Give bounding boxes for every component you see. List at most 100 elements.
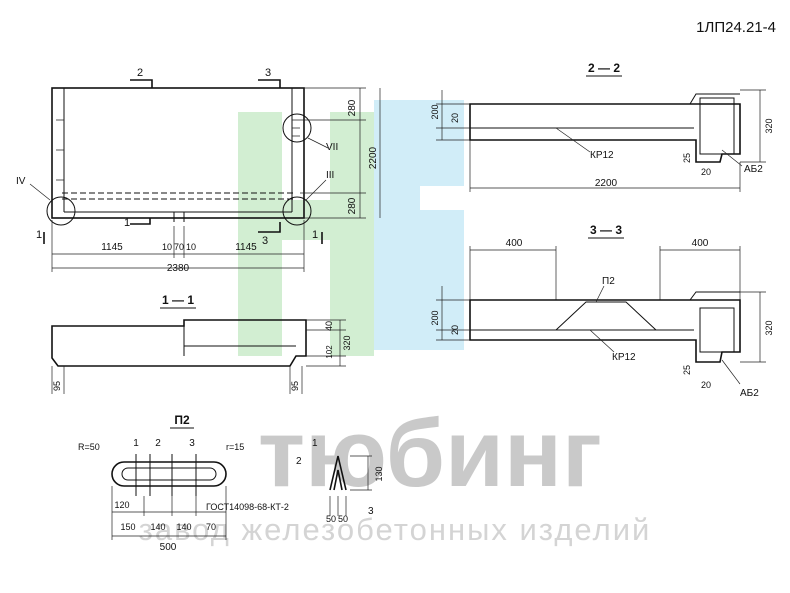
- p2-dim-130: 130: [374, 466, 384, 481]
- section-1-1-title: 1 — 1: [162, 293, 194, 307]
- section-1-1-dim-102: 102: [325, 345, 334, 359]
- p2-dim-150: 150: [120, 522, 135, 532]
- plan-outline: [51, 87, 305, 219]
- section-2-2-dim-20: 20: [450, 113, 460, 123]
- cut-3-mark-top: [258, 79, 281, 88]
- plan-vdim-line: [300, 87, 366, 219]
- section-2-2-outline: [469, 103, 741, 163]
- watermark-brand: тюбинг: [258, 400, 602, 507]
- section-2-2-kr12-leader: [555, 127, 591, 153]
- plan-dim-mid-2: 70: [174, 242, 184, 252]
- p2-dim-120: 120: [114, 500, 129, 510]
- plan-dim-bottom: 280: [347, 197, 358, 214]
- p2-hoop: [111, 461, 227, 487]
- cut-3-label-top: 3: [265, 67, 271, 79]
- plan-dim-mid-3: 10: [186, 242, 196, 252]
- watermark: тюбинг завод железобетонных изделий: [139, 100, 652, 547]
- section-3-3-kr12-leader: [589, 329, 615, 353]
- watermark-subtitle: завод железобетонных изделий: [139, 512, 652, 547]
- section-2-2: 2 — 2 200 20 320 25 20 2200 КР12 АБ2: [430, 61, 774, 192]
- section-2-2-length-dim: [469, 140, 741, 192]
- cut-1-label-right: 1: [312, 229, 318, 241]
- section-2-2-label-ab2: АБ2: [744, 164, 763, 175]
- cut-1-label-left: 1: [36, 229, 42, 241]
- plan-dim-mid-1: 10: [162, 242, 172, 252]
- plan-dim-left: 1145: [101, 242, 123, 253]
- plan-dim-total-h: 2380: [167, 263, 190, 274]
- section-3-3-p2-shape: [555, 301, 657, 331]
- p2-hoop-inner: [121, 467, 217, 481]
- section-1-1-dim-40: 40: [324, 321, 334, 331]
- p2-side-dims: [329, 455, 372, 516]
- p2-side-pos-1: 1: [312, 438, 318, 449]
- section-2-2-dim-320: 320: [764, 118, 774, 133]
- section-1-1-dim-95-right: 95: [290, 381, 300, 391]
- section-2-2-dim-200: 200: [430, 104, 440, 119]
- section-1-1-dims: [306, 319, 346, 367]
- section-2-2-dims-left: [436, 90, 470, 141]
- section-3-3-dim-20-b: 20: [701, 380, 711, 390]
- section-2-2-dim-right-line: [740, 89, 766, 163]
- section-1-1-outline: [51, 319, 307, 367]
- watermark-green-bar-1: [238, 112, 282, 356]
- plan-dim-top: 280: [347, 99, 358, 116]
- section-3-3-dim-top: [469, 246, 741, 300]
- p2-pos-2: 2: [155, 438, 161, 449]
- plan-view: 2 3 1 1 3 1 IV VII III 280 2200 280 1145…: [16, 67, 381, 274]
- section-2-2-slab: [470, 93, 740, 105]
- section-3-3-ab2-leader: [721, 359, 741, 385]
- section-3-3-dim-400-right: 400: [692, 238, 709, 249]
- section-1-1-bottom-dims: [51, 366, 303, 394]
- plan-dim-right: 1145: [235, 242, 257, 253]
- p2-pos-1: 1: [133, 438, 139, 449]
- p2-dim-500: 500: [160, 542, 177, 553]
- node-iv-label: IV: [16, 176, 26, 187]
- p2-side-view: [329, 455, 347, 491]
- plan-dim-total-v: 2200: [368, 146, 379, 169]
- p2-dim-50-a: 50: [326, 514, 336, 524]
- section-2-2-title: 2 — 2: [588, 61, 620, 75]
- section-2-2-ab2-leader: [721, 149, 743, 167]
- node-iii-label: III: [326, 170, 334, 181]
- node-iii-circle: [282, 196, 312, 226]
- section-3-3-dim-320: 320: [764, 320, 774, 335]
- section-1-1-dim-95-left: 95: [52, 381, 62, 391]
- plan-right-ribs: [56, 119, 300, 181]
- p2-title: П2: [174, 413, 190, 427]
- plan-slot: [173, 212, 185, 222]
- section-2-2-dim-length: 2200: [595, 178, 618, 189]
- node-iv-circle: [46, 196, 76, 226]
- cut-1-mark-mid: [130, 218, 151, 225]
- section-3-3-dim-right-line: [740, 291, 766, 363]
- section-3-3-cage: [699, 307, 735, 353]
- section-3-3-label-p2: П2: [602, 276, 615, 287]
- section-3-3-label-ab2: АБ2: [740, 388, 759, 399]
- p2-dim-140-a: 140: [150, 522, 165, 532]
- node-vii-leader: [307, 137, 329, 149]
- cut-3-mark-bottom: [258, 222, 281, 233]
- section-2-2-label-kr12: КР12: [590, 150, 614, 161]
- p2-radius-left: R=50: [78, 442, 100, 452]
- sheet-code: 1ЛП24.21-4: [696, 19, 776, 36]
- cut-2-mark: [130, 79, 153, 88]
- p2-dim-140-b: 140: [176, 522, 191, 532]
- p2-pos-3: 3: [189, 438, 195, 449]
- section-2-2-cage: [699, 97, 735, 155]
- section-3-3-title: 3 — 3: [590, 223, 622, 237]
- p2-dim-lines: [111, 486, 227, 540]
- section-1-1: 1 — 1 40 320 102 95 95: [51, 293, 352, 394]
- section-3-3: 3 — 3 400 400 200 20 320 25 20 П2 КР12 А…: [430, 223, 774, 399]
- cut-3-label-bottom: 3: [262, 235, 268, 247]
- p2-detail: П2 R=50 r=15 1 2 3 120 150 140 140 70 50…: [78, 413, 384, 553]
- section-2-2-dim-20-b: 20: [701, 167, 711, 177]
- section-2-2-dim-25: 25: [682, 153, 692, 163]
- p2-standard: ГОСТ14098-68-КТ-2: [206, 502, 289, 512]
- p2-bars: [135, 454, 197, 496]
- cut-2-label: 2: [137, 67, 143, 79]
- p2-dim-70: 70: [206, 522, 216, 532]
- watermark-green-bar-2: [330, 112, 374, 356]
- section-3-3-dims-left: [436, 286, 470, 341]
- section-3-3-dim-25: 25: [682, 365, 692, 375]
- section-3-3-dim-20: 20: [450, 325, 460, 335]
